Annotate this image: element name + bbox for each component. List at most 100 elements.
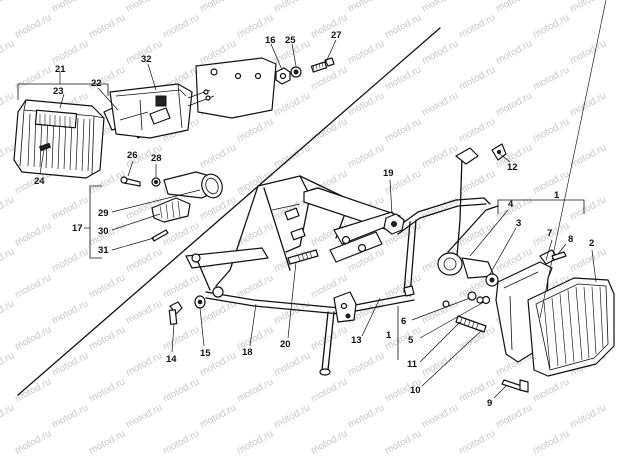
callout-12: 12 (507, 162, 518, 173)
watermark-text: motod.ru (309, 376, 349, 404)
watermark-text: motod.ru (0, 350, 16, 378)
front-callouts: 19 1 4 3 7 8 2 12 1 6 5 11 10 9 (166, 153, 597, 409)
watermark-text: motod.ru (198, 0, 238, 15)
watermark-text: motod.ru (383, 64, 423, 92)
tail-light-bracket (109, 83, 193, 139)
watermark-text: motod.ru (161, 220, 201, 248)
watermark-text: motod.ru (346, 350, 386, 378)
watermark-text: motod.ru (50, 298, 90, 326)
callout-27: 27 (331, 30, 342, 41)
watermark-text: motod.ru (87, 12, 127, 40)
callout-4: 4 (508, 199, 514, 210)
front-frame-assembly: 19 1 4 3 7 8 2 12 1 6 5 11 10 9 (166, 0, 615, 409)
watermark-text: motod.ru (272, 90, 312, 118)
callout-15: 15 (200, 348, 211, 359)
watermark-text: motod.ru (0, 38, 16, 66)
watermark-text: motod.ru (235, 428, 275, 456)
watermark-text: motod.ru (568, 194, 608, 222)
callout-25: 25 (285, 35, 296, 46)
watermark-text: motod.ru (420, 350, 460, 378)
watermark-text: motod.ru (161, 12, 201, 40)
callout-29: 29 (98, 208, 109, 219)
watermark-text: motod.ru (420, 402, 460, 430)
watermark-text: motod.ru (272, 402, 312, 430)
callout-28: 28 (151, 153, 162, 164)
watermark-text: motod.ru (13, 272, 53, 300)
tail-light-housing (13, 99, 105, 179)
callout-26: 26 (127, 150, 138, 161)
callout-30: 30 (98, 226, 109, 237)
watermark-text: motod.ru (494, 0, 534, 15)
callout-10: 10 (410, 385, 421, 396)
callout-18: 18 (242, 347, 253, 358)
watermark-text: motod.ru (457, 64, 497, 92)
watermark-text: motod.ru (87, 324, 127, 352)
callout-3: 3 (516, 218, 521, 229)
watermark-text: motod.ru (457, 12, 497, 40)
callout-6: 6 (401, 316, 406, 327)
watermark-text: motod.ru (383, 272, 423, 300)
watermark-text: motod.ru (13, 64, 53, 92)
watermark-text: motod.ru (346, 142, 386, 170)
callout-22: 22 (91, 78, 102, 89)
watermark-text: motod.ru (0, 246, 16, 274)
watermark-text: motod.ru (383, 428, 423, 456)
watermark-text: motod.ru (568, 142, 608, 170)
watermark-text: motod.ru (531, 428, 571, 456)
watermark-text: motod.ru (50, 38, 90, 66)
watermark-text: motod.ru (13, 376, 53, 404)
watermark-text: motod.ru (420, 0, 460, 15)
watermark-text: motod.ru (346, 38, 386, 66)
callout-8: 8 (568, 234, 573, 245)
watermark-text: motod.ru (13, 428, 53, 456)
watermark-text: motod.ru (494, 90, 534, 118)
watermark-text: motod.ru (272, 0, 312, 15)
watermark-text: motod.ru (0, 90, 16, 118)
watermark-text: motod.ru (420, 90, 460, 118)
watermark-text: motod.ru (309, 12, 349, 40)
watermark-text: motod.ru (124, 246, 164, 274)
turn-signal-assembly: 26 28 17 29 30 31 (72, 150, 223, 259)
callout-16: 16 (265, 35, 276, 46)
watermark-text: motod.ru (420, 194, 460, 222)
watermark-text: motod.ru (309, 428, 349, 456)
watermark-text: motod.ru (0, 298, 16, 326)
watermark-text: motod.ru (0, 402, 16, 430)
watermark-text: motod.ru (420, 298, 460, 326)
watermark-text: motod.ru (272, 350, 312, 378)
watermark-text: motod.ru (494, 402, 534, 430)
watermark-text: motod.ru (383, 12, 423, 40)
watermark-text: motod.ru (568, 0, 608, 15)
watermark-text: motod.ru (531, 376, 571, 404)
watermark-text: motod.ru (494, 194, 534, 222)
watermark-text: motod.ru (50, 350, 90, 378)
watermark-text: motod.ru (457, 428, 497, 456)
watermark-text: motod.ru (420, 142, 460, 170)
watermark-text: motod.ru (13, 220, 53, 248)
watermark-text: motod.ru (531, 12, 571, 40)
watermark-text: motod.ru (124, 402, 164, 430)
callout-14: 14 (166, 354, 177, 365)
callout-5: 5 (408, 335, 414, 346)
watermark-text: motod.ru (235, 272, 275, 300)
callout-7: 7 (547, 228, 552, 239)
watermark-text: motod.ru (568, 38, 608, 66)
watermark-text: motod.ru (346, 0, 386, 15)
watermark-text: motod.ru (161, 272, 201, 300)
callout-24: 24 (34, 176, 45, 187)
watermark-text: motod.ru (87, 428, 127, 456)
callout-9: 9 (487, 398, 492, 409)
watermark-text: motod.ru (198, 142, 238, 170)
watermark-text: motod.ru (0, 194, 16, 222)
callout-21: 21 (55, 64, 66, 75)
watermark-text: motod.ru (420, 38, 460, 66)
watermark-text: motod.ru (0, 0, 16, 15)
watermark-text: motod.ru (531, 64, 571, 92)
watermark-text: motod.ru (161, 428, 201, 456)
callout-32: 32 (141, 54, 152, 65)
watermark-text: motod.ru (383, 116, 423, 144)
rear-mounting-plate (187, 57, 277, 119)
watermark-text: motod.ru (457, 168, 497, 196)
callout-31: 31 (98, 245, 109, 256)
